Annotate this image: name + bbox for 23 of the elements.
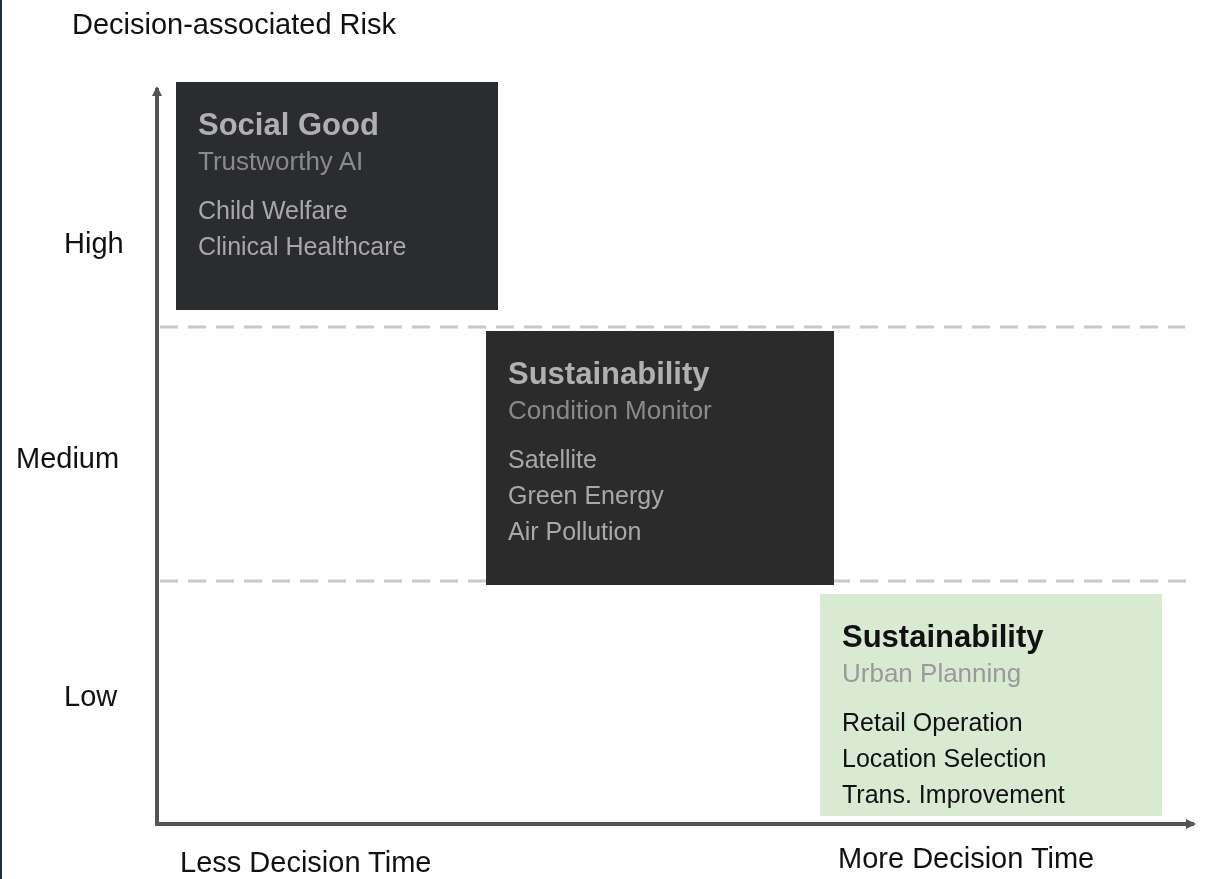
list-item: Satellite bbox=[508, 444, 598, 475]
axis-level: Medium bbox=[16, 442, 120, 475]
axis-level: Low bbox=[64, 680, 118, 713]
box-subtitle: Condition Monitor bbox=[508, 394, 713, 427]
box-subtitle: Trustworthy AI bbox=[198, 145, 365, 178]
category-box bbox=[486, 331, 834, 585]
box-heading: Social Good bbox=[198, 106, 380, 144]
list-item: Location Selection bbox=[842, 743, 1048, 774]
list-item: Clinical Healthcare bbox=[198, 231, 408, 262]
axis-level: High bbox=[64, 227, 124, 260]
axis-title: More Decision Time bbox=[838, 842, 1095, 875]
category-box bbox=[820, 594, 1162, 816]
category-box bbox=[176, 82, 498, 310]
list-item: Green Energy bbox=[508, 480, 665, 511]
axis-title: Decision-associated Risk bbox=[72, 8, 396, 41]
list-item: Trans. Improvement bbox=[842, 779, 1066, 810]
box-heading: Sustainability bbox=[508, 355, 711, 393]
list-item: Child Welfare bbox=[198, 195, 349, 226]
axis-title: Less Decision Time bbox=[180, 846, 432, 879]
box-subtitle: Urban Planning bbox=[842, 657, 1023, 690]
list-item: Retail Operation bbox=[842, 707, 1024, 738]
box-heading: Sustainability bbox=[842, 618, 1045, 656]
list-item: Air Pollution bbox=[508, 516, 643, 547]
